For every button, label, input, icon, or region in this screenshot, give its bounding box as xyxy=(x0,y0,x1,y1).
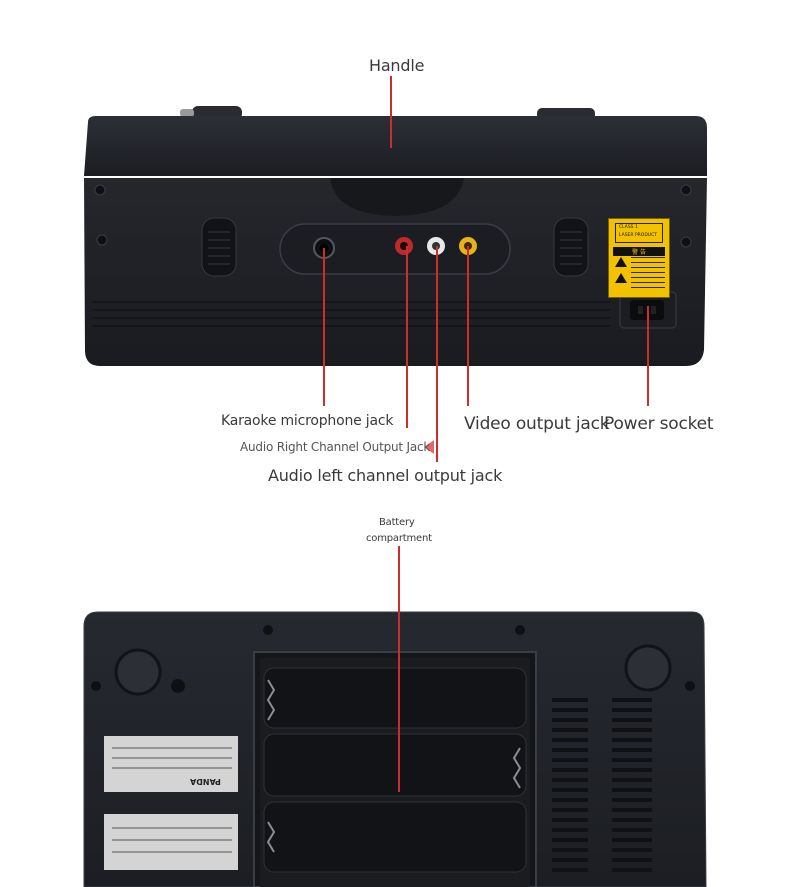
pointer-arrow-icon xyxy=(424,440,434,454)
video-pointer-line xyxy=(467,246,469,406)
video-output-jack-label: Video output jack xyxy=(464,414,610,434)
karaoke-pointer-line xyxy=(323,248,325,406)
audio-right-pointer-line xyxy=(406,246,408,428)
nameplate-brand: PANDA xyxy=(190,777,221,786)
power-pointer-line xyxy=(647,306,649,406)
audio-left-pointer-line xyxy=(436,246,438,462)
warning-triangle-icon xyxy=(615,257,627,267)
laser-class-line2: LASER PRODUCT xyxy=(619,233,657,238)
battery-pointer-line xyxy=(398,546,400,792)
handle-pointer-line xyxy=(390,76,392,148)
warning-fine-print xyxy=(631,257,665,291)
laser-warning-label: CLASS 1 LASER PRODUCT 警 告 xyxy=(608,218,670,298)
warning-triangle-icon xyxy=(615,273,627,283)
battery-compartment-label-line2: compartment xyxy=(366,533,432,544)
power-socket-label: Power socket xyxy=(604,414,714,434)
warning-title: 警 告 xyxy=(613,247,665,256)
device-rear-panel xyxy=(84,106,707,366)
audio-left-channel-label: Audio left channel output jack xyxy=(268,466,503,485)
audio-right-channel-label: Audio Right Channel Output Jack xyxy=(240,440,431,454)
battery-compartment-label-line1: Battery xyxy=(379,517,415,528)
laser-class-line1: CLASS 1 xyxy=(619,225,638,230)
karaoke-microphone-jack-label: Karaoke microphone jack xyxy=(221,413,394,429)
handle-label: Handle xyxy=(369,56,425,75)
device-bottom-panel xyxy=(83,611,707,887)
